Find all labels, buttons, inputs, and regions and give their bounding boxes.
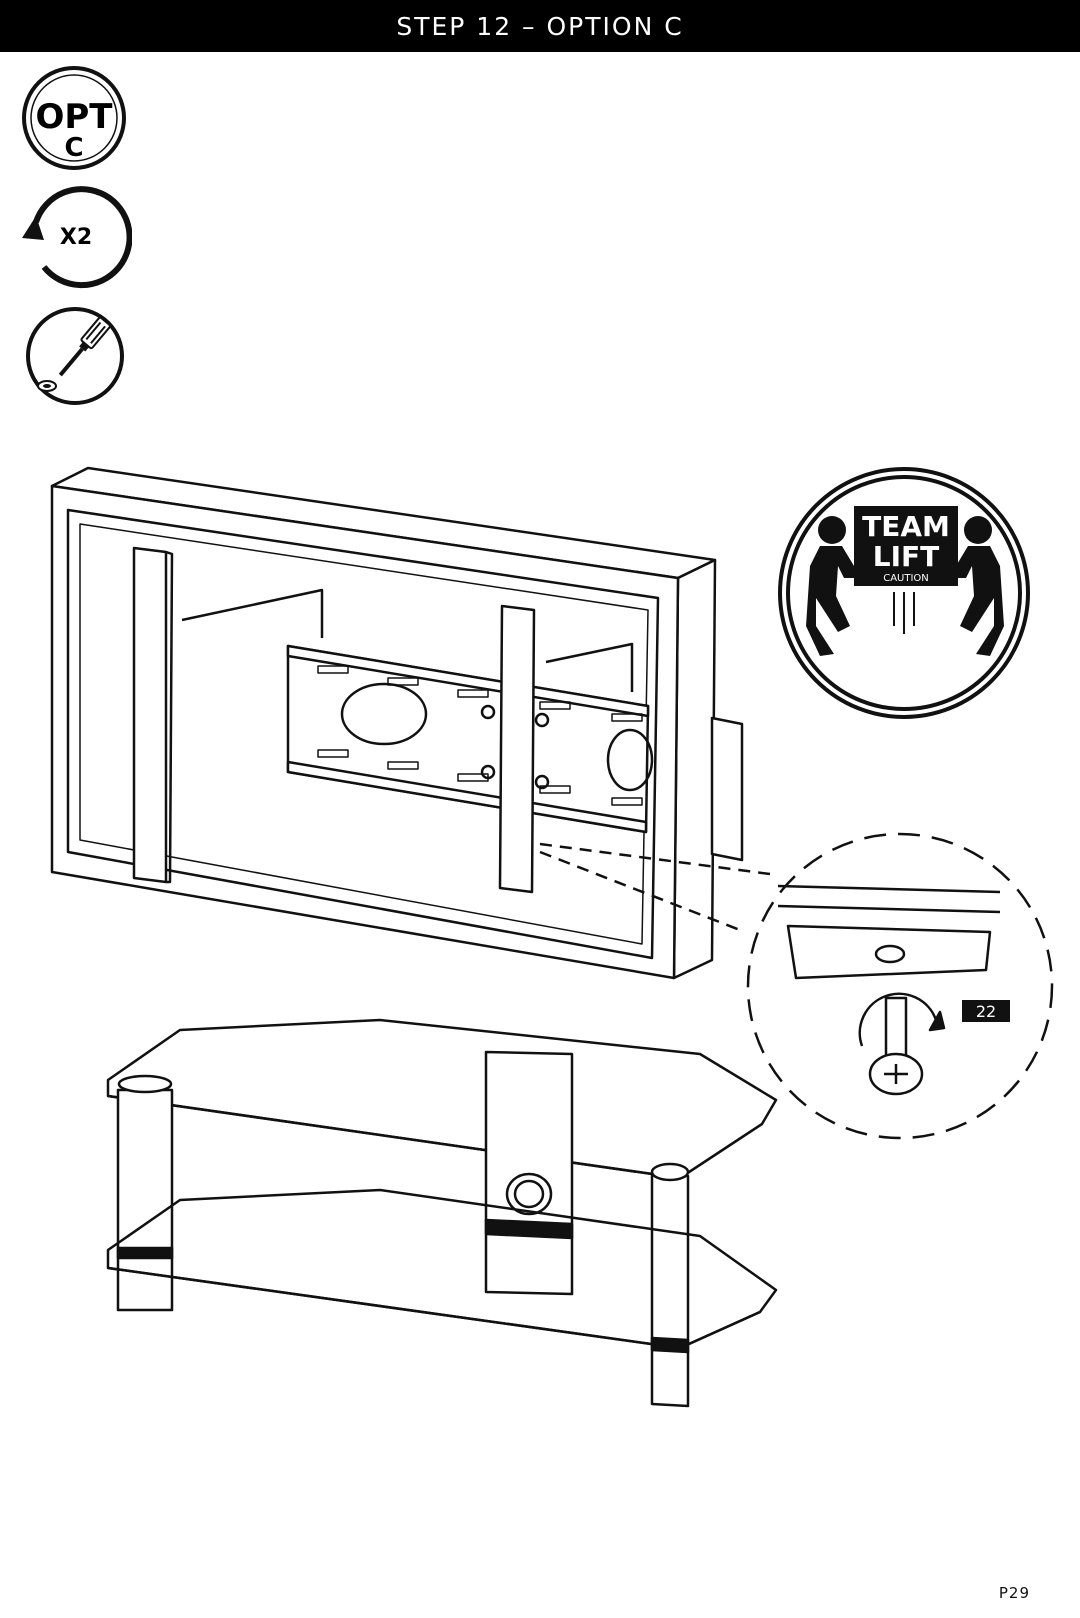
part-number-badge	[962, 1000, 1010, 1022]
team-lift-line3: CAUTION	[883, 573, 929, 584]
left-vertical-bracket	[132, 546, 174, 884]
assembly-illustration: 22	[50, 466, 1054, 1408]
option-main-label: OPT	[35, 97, 113, 137]
team-lift-line1: TEAM	[862, 510, 950, 543]
repeat-arrow-icon: X2	[22, 186, 132, 289]
team-lift-icon: TEAM LIFT CAUTION	[778, 467, 1030, 719]
screwdriver-icon	[26, 307, 124, 405]
option-sub-label: C	[64, 133, 83, 163]
step-title: STEP 12 – OPTION C	[396, 11, 684, 41]
part-number-label: 22	[976, 1002, 996, 1021]
team-lift-line2: LIFT	[873, 540, 940, 573]
right-vertical-bracket	[498, 604, 536, 894]
repeat-count-label: X2	[60, 225, 92, 250]
page-number: P29	[998, 1584, 1030, 1602]
option-icon: OPT C	[22, 66, 126, 170]
tv-stand	[106, 1018, 778, 1408]
step-header: STEP 12 – OPTION C	[0, 0, 1080, 52]
